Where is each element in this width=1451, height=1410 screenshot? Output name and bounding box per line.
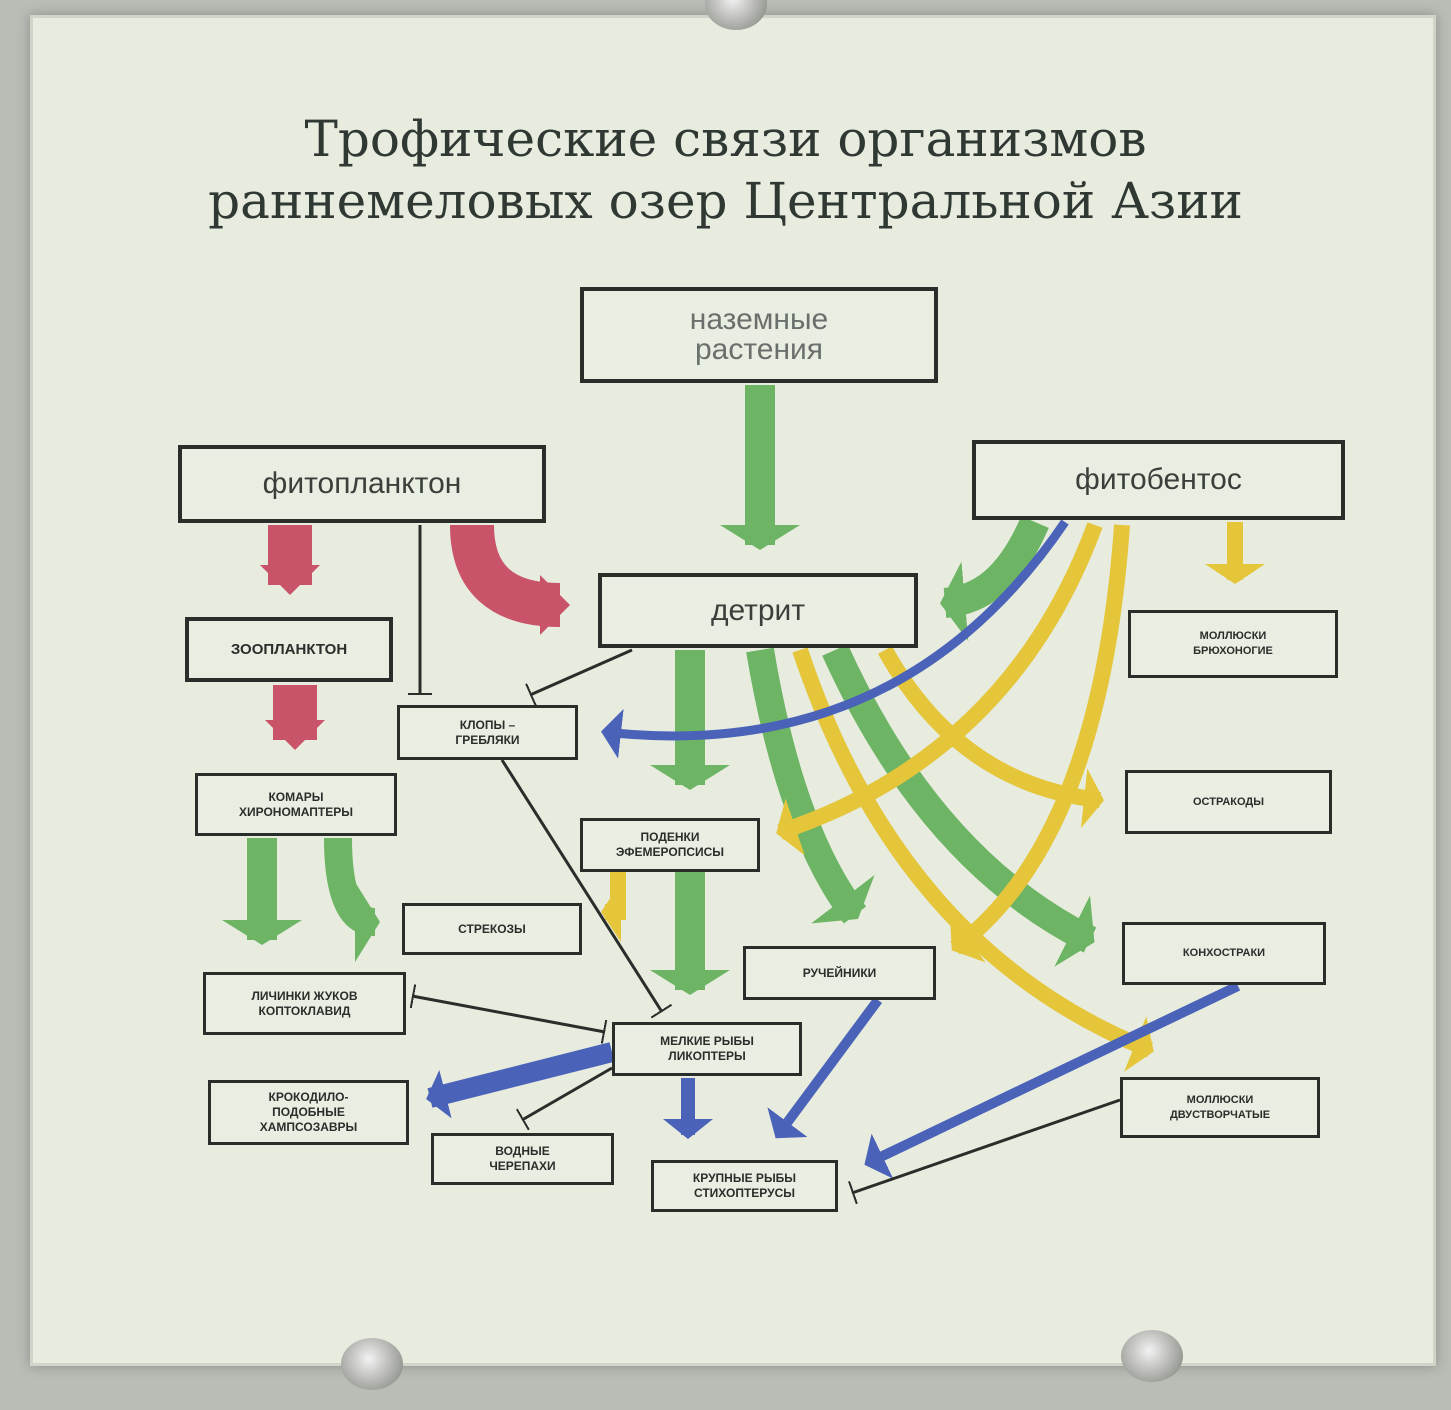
node-label: МЕЛКИЕ РЫБЫ [660, 1034, 754, 1048]
arrow-conchostracans-large-fish [864, 981, 1241, 1179]
node-label: ПОДЕНКИ [640, 830, 700, 844]
node-zooplankton: ЗООПЛАНКТОН [185, 617, 393, 682]
node-label: МОЛЛЮСКИ [1199, 630, 1267, 642]
arrow-phytobenthos-mayflies [776, 522, 1103, 856]
title-line-2: раннемеловых озер Центральной Азии [208, 172, 1243, 230]
node-label: растения [694, 333, 824, 366]
title-line-1: Трофические связи организмов [304, 110, 1147, 168]
node-label: ЛИКОПТЕРЫ [668, 1049, 746, 1063]
node-terrestrial-plants: наземные растения [580, 287, 938, 383]
arrow-small-fish-crocodiles [426, 1042, 615, 1119]
node-label: КЛОПЫ – [459, 717, 516, 732]
arrow-mayflies-dragonflies [601, 872, 626, 942]
diagram-title: Трофические связи организмов раннемеловы… [0, 108, 1451, 232]
node-label: ОСТРАКОДЫ [1193, 795, 1264, 808]
node-label: РУЧЕЙНИКИ [802, 965, 877, 980]
arrow-small-fish-beetle-larvae [412, 996, 605, 1032]
arrow-phytobenthos-detritus [940, 515, 1049, 642]
node-conchostracans: КОНХОСТРАКИ [1122, 922, 1326, 985]
node-label: ПОДОБНЫЕ [272, 1105, 345, 1119]
arrow-mosquitoes-dragonflies [324, 837, 380, 962]
node-label: ЗООПЛАНКТОН [230, 641, 348, 658]
node-label: СТРЕКОЗЫ [458, 921, 526, 936]
node-label: ЛИЧИНКИ ЖУКОВ [251, 988, 358, 1003]
node-label: МОЛЛЮСКИ [1186, 1093, 1254, 1106]
arrow-small-fish-turtles [522, 1066, 613, 1120]
node-label: ЭФЕМЕРОПСИСЫ [615, 845, 725, 859]
arrow-detritus-bivalves [792, 647, 1154, 1072]
node-phytobenthos: фитобентос [972, 440, 1345, 520]
node-label: КРОКОДИЛО- [268, 1090, 349, 1104]
node-gastropods: МОЛЛЮСКИ БРЮХОНОГИЕ [1128, 610, 1338, 678]
node-label: КОПТОКЛАВИД [258, 1003, 351, 1018]
arrow-phytoplankton-detritus [450, 524, 570, 635]
node-label: ВОДНЫЕ [495, 1144, 550, 1158]
arrow-water-boatmen-small-fish [500, 759, 662, 1012]
node-dragonflies: СТРЕКОЗЫ [402, 903, 582, 955]
node-label: КОМАРЫ [268, 789, 324, 804]
arrow-phytobenthos-water-boatmen [601, 519, 1069, 759]
arrow-detritus-water-boatmen [530, 648, 633, 695]
node-label: КОНХОСТРАКИ [1182, 947, 1266, 959]
node-label: фитопланктон [262, 467, 462, 500]
node-water-boatmen: КЛОПЫ –ГРЕБЛЯКИ [397, 705, 578, 760]
node-caddisflies: РУЧЕЙНИКИ [743, 946, 936, 1000]
node-bivalves: МОЛЛЮСКИ ДВУСТВОРЧАТЫЕ [1120, 1077, 1320, 1138]
node-label: ГРЕБЛЯКИ [455, 732, 520, 747]
node-phytoplankton: фитопланктон [178, 445, 546, 523]
node-label: ХАМПСОЗАВРЫ [259, 1120, 358, 1134]
node-label: фитобентос [1075, 463, 1242, 496]
node-label: наземные [689, 303, 829, 336]
node-detritus: детрит [598, 573, 918, 648]
node-label: ДВУСТВОРЧАТЫЕ [1169, 1108, 1271, 1121]
arrow-bivalves-large-fish [852, 1098, 1121, 1193]
node-label: БРЮХОНОГИЕ [1193, 645, 1273, 657]
node-label: ХИРОНОМАПТЕРЫ [238, 804, 354, 819]
arrow-detritus-conchostracans [822, 644, 1097, 967]
node-label: СТИХОПТЕРУСЫ [693, 1186, 796, 1200]
node-label: ЧЕРЕПАХИ [489, 1159, 556, 1173]
node-ostracods: ОСТРАКОДЫ [1125, 770, 1332, 834]
mount-screw-bottom-left [341, 1338, 403, 1390]
arrow-caddisflies-large-fish [767, 997, 883, 1139]
arrow-phytobenthos-caddisflies [949, 524, 1130, 963]
node-label: детрит [710, 593, 806, 627]
mount-screw-bottom-right [1121, 1330, 1183, 1382]
node-label: КРУПНЫЕ РЫБЫ [692, 1171, 797, 1185]
